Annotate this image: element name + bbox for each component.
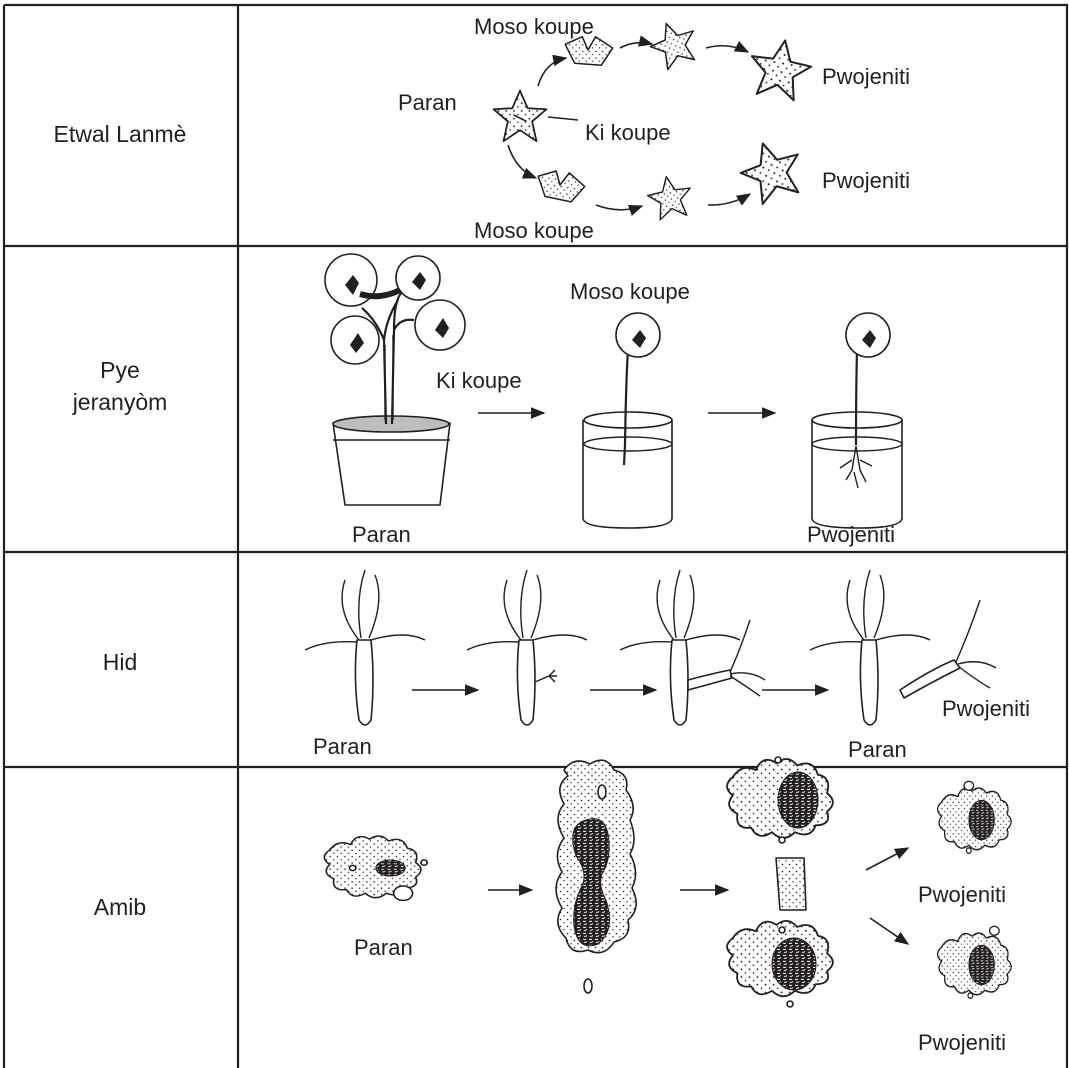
arrow-icon (508, 145, 536, 178)
arrow-icon (706, 46, 748, 52)
rooted-cutting-icon (812, 313, 902, 528)
amoeba-splitting-icon (727, 757, 833, 1007)
label-parent-first: Paran (313, 734, 372, 759)
amoeba-icon (324, 836, 427, 900)
hydra-row: Paran Paran Pwojeniti (305, 570, 1030, 762)
geranium-row: Moso koupe Ki koupe Paran Pwojeniti (325, 254, 902, 547)
label-offspring-top: Pwojeniti (822, 64, 910, 89)
label-offspring-top: Pwojeniti (918, 882, 1006, 907)
arrow-icon (538, 58, 566, 86)
label-piece: Moso koupe (570, 279, 690, 304)
arrow-icon (866, 848, 908, 870)
table-grid (4, 5, 1068, 1068)
starfish-regrowing-icon (645, 173, 695, 221)
starfish-row: Moso koupe Paran Ki koupe Pwojeniti Pwoj… (398, 14, 910, 243)
starfish-icon (494, 91, 547, 142)
starfish-regrowing-icon (645, 16, 703, 73)
hydra-budding-icon (620, 570, 765, 725)
hydra-icon (810, 570, 930, 725)
starfish-fragment-icon (565, 37, 613, 65)
organism-name-geranium-line1: Pye (100, 357, 140, 383)
label-offspring-bottom: Pwojeniti (822, 168, 910, 193)
amoeba-dividing-icon (556, 760, 636, 993)
arrow-icon (620, 43, 652, 48)
amoeba-offspring-icon (938, 926, 1012, 998)
arrow-icon (708, 194, 750, 205)
label-parent-last: Paran (848, 737, 907, 762)
arrow-icon (870, 918, 908, 944)
hydra-offspring-icon (900, 600, 996, 698)
cutting-in-glass-icon (583, 313, 672, 528)
hydra-budding-icon (467, 570, 587, 725)
starfish-offspring-icon (746, 35, 815, 102)
amoeba-offspring-icon (938, 781, 1012, 853)
organism-name-geranium-line2: jeranyòm (72, 389, 168, 415)
hydra-icon (305, 570, 425, 725)
label-offspring: Pwojeniti (807, 522, 895, 547)
amoeba-row: Paran Pwojeniti Pwojeniti (324, 757, 1011, 1055)
organism-name-amoeba: Amib (94, 894, 146, 920)
starfish-fragment-icon (535, 169, 586, 204)
label-parent: Paran (398, 90, 457, 115)
label-cut-piece: Ki koupe (436, 368, 522, 393)
label-piece-top: Moso koupe (474, 14, 594, 39)
organism-name-starfish: Etwal Lanmè (54, 121, 187, 147)
label-parent: Paran (354, 935, 413, 960)
arrow-icon (596, 205, 642, 210)
label-offspring-bottom: Pwojeniti (918, 1030, 1006, 1055)
label-piece-bottom: Moso koupe (474, 218, 594, 243)
label-offspring: Pwojeniti (942, 696, 1030, 721)
label-cut-piece: Ki koupe (585, 120, 671, 145)
label-parent: Paran (352, 522, 411, 547)
organism-name-hydra: Hid (103, 649, 138, 675)
